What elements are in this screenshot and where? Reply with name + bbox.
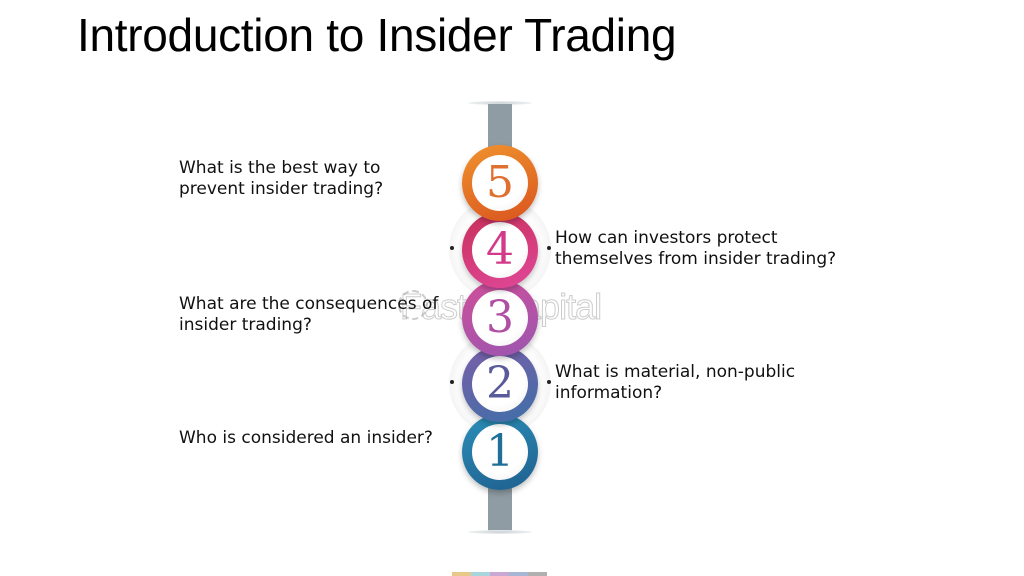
pole-top-cap [468,101,532,105]
step-5-number: 5 [486,157,514,208]
watermark-gear-icon [398,290,428,320]
pole-base [468,530,532,534]
step-2-left-dot [450,380,454,384]
step-4-left-dot [450,246,454,250]
step-3-number: 3 [486,292,514,343]
step-3-ring: 3 [462,280,538,356]
step-2-number: 2 [486,358,514,409]
step-1-number: 1 [486,426,514,477]
step-4-number: 4 [486,224,514,275]
step-4-text: How can investors protect themselves fro… [555,228,837,269]
step-2-ring: 2 [462,346,538,422]
step-5-ring: 5 [462,145,538,221]
step-5-text: What is the best way to prevent insider … [179,158,384,199]
step-1-ring: 1 [462,414,538,490]
slide-title: Introduction to Insider Trading [77,9,677,61]
step-2-right-dot [547,380,551,384]
step-1-text: Who is considered an insider? [179,428,433,448]
step-4-right-dot [547,246,551,250]
step-4-ring: 4 [462,212,538,288]
color-swatch-strip [452,572,547,576]
step-2-text: What is material, non-public information… [555,362,796,403]
step-3-text: What are the consequences of insider tra… [179,294,439,335]
